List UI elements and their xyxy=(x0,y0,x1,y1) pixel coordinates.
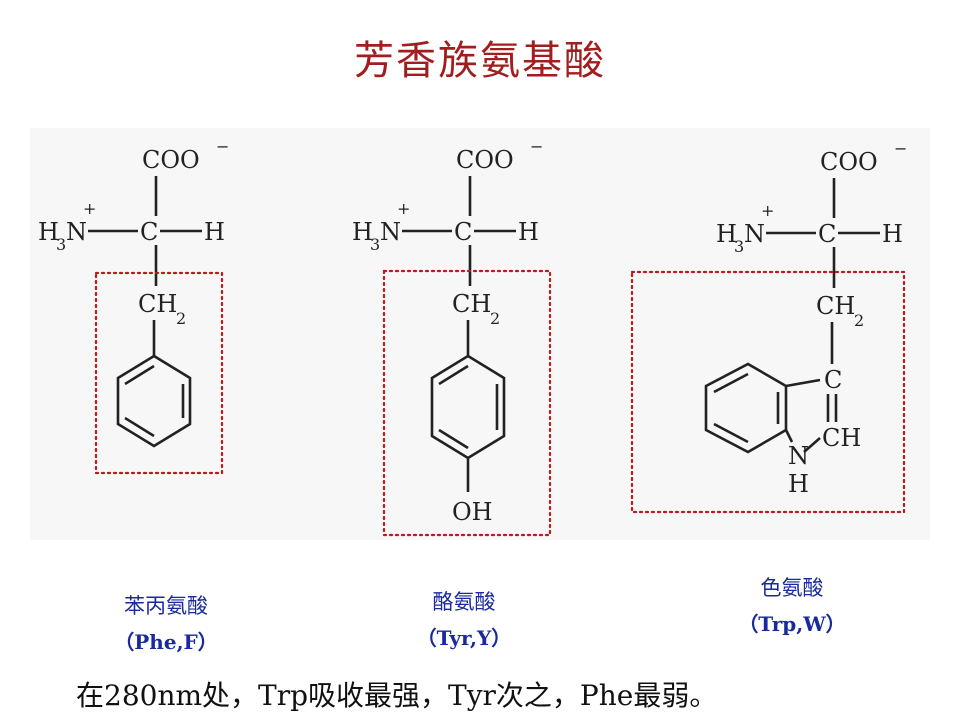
trp-h3n-n: N xyxy=(744,220,765,248)
tyr-coo-label: COO xyxy=(456,146,514,174)
trp-ring-double-1 xyxy=(713,372,749,394)
trp-alpha-c: C xyxy=(818,220,836,248)
tyr-ring-double-3 xyxy=(438,428,469,450)
trp-ch2: CH xyxy=(816,292,855,320)
tyr-caption: 酪氨酸 （Tyr,Y） xyxy=(384,586,544,651)
trp-c3: C xyxy=(824,366,842,394)
tyr-structure: COO − H 3 N + C H CH 2 OH xyxy=(352,137,552,537)
tyr-ch2: CH xyxy=(452,290,491,318)
phe-coo-label: COO xyxy=(142,146,200,174)
trp-structure: COO − H 3 N + C H CH 2 C CH N H xyxy=(630,139,907,514)
trp-ch2-sub: 2 xyxy=(854,311,864,330)
phe-ring-double-3 xyxy=(124,416,155,438)
phe-alpha-h: H xyxy=(204,218,225,246)
trp-c2h: CH xyxy=(822,424,861,452)
tyr-benzene-ring xyxy=(430,354,506,460)
phe-h3n-n: N xyxy=(66,218,87,246)
slide-title: 芳香族氨基酸 xyxy=(354,38,606,84)
trp-code: （Trp,W） xyxy=(738,612,846,636)
trp-benzene-ring xyxy=(704,362,788,454)
phe-benzene-ring xyxy=(116,354,192,448)
tyr-n-charge: + xyxy=(397,199,410,218)
absorbance-note: 在280nm处，Trp吸收最强，Tyr次之，Phe最弱。 xyxy=(76,679,718,712)
phe-ch2-sub: 2 xyxy=(176,309,186,328)
phe-structure: COO − H 3 N + C H CH 2 xyxy=(38,137,229,475)
tyr-ch2-sub: 2 xyxy=(490,309,500,328)
trp-h3n-sub: 3 xyxy=(734,237,744,256)
phe-h3n-h: H xyxy=(38,218,59,246)
tyr-name: 酪氨酸 xyxy=(432,590,496,614)
tyr-code: （Tyr,Y） xyxy=(416,626,512,650)
phe-n-charge: + xyxy=(83,199,96,218)
phe-code: （Phe,F） xyxy=(114,630,218,654)
tyr-alpha-h: H xyxy=(518,218,539,246)
trp-bond-ring-n xyxy=(784,429,794,443)
structures-drawing: COO − H 3 N + C H CH 2 COO xyxy=(38,137,907,537)
phe-sidechain-highlight xyxy=(94,271,224,475)
trp-bond-ring-c3 xyxy=(785,378,821,388)
trp-sidechain-highlight xyxy=(630,270,906,514)
structures-panel: COO − H 3 N + C H CH 2 COO xyxy=(30,128,930,540)
trp-indole-n: N xyxy=(788,442,809,470)
tyr-coo-charge: − xyxy=(530,137,543,156)
phe-name: 苯丙氨酸 xyxy=(124,594,208,618)
phe-alpha-c: C xyxy=(140,218,158,246)
trp-ring-double-2 xyxy=(713,422,749,444)
tyr-oh: OH xyxy=(452,498,493,526)
trp-alpha-h: H xyxy=(882,220,903,248)
trp-coo-label: COO xyxy=(820,148,878,176)
tyr-h3n-n: N xyxy=(380,218,401,246)
tyr-h3n-sub: 3 xyxy=(370,235,380,254)
phe-caption: 苯丙氨酸 （Phe,F） xyxy=(86,590,246,655)
trp-name: 色氨酸 xyxy=(760,576,824,600)
phe-ch2: CH xyxy=(138,290,177,318)
trp-caption: 色氨酸 （Trp,W） xyxy=(712,572,872,637)
phe-ring-double-1 xyxy=(124,364,155,386)
tyr-ring-double-1 xyxy=(438,364,469,386)
trp-coo-charge: − xyxy=(894,139,907,158)
tyr-alpha-c: C xyxy=(454,218,472,246)
phe-h3n-sub: 3 xyxy=(56,235,66,254)
tyr-sidechain-highlight xyxy=(382,269,552,537)
trp-bond-c2-n xyxy=(803,437,821,453)
trp-indole-h: H xyxy=(788,470,809,498)
trp-n-charge: + xyxy=(761,201,774,220)
phe-coo-charge: − xyxy=(216,137,229,156)
trp-h3n-h: H xyxy=(716,220,737,248)
tyr-h3n-h: H xyxy=(352,218,373,246)
